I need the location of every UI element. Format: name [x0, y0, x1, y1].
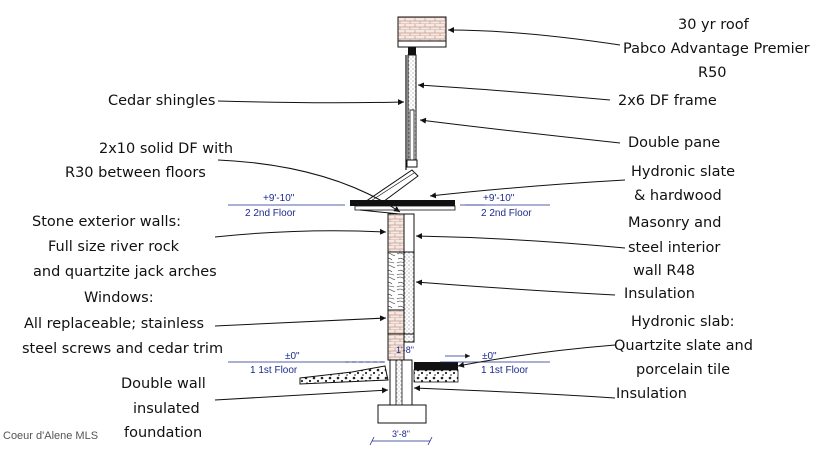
- level-1-name: 1 1st Floor: [250, 365, 298, 376]
- label-windows-3: steel screws and cedar trim: [22, 341, 224, 357]
- label-double-pane: Double pane: [628, 135, 721, 151]
- label-insulation-1: Insulation: [624, 286, 695, 302]
- label-slab-2: Quartzite slate and: [614, 338, 753, 354]
- level-1-elevation: ±0": [285, 351, 300, 362]
- footing-width-dimension: 3'-8": [392, 429, 410, 439]
- upper-frame-wall: [405, 54, 418, 170]
- label-windows-1: Windows:: [84, 290, 154, 306]
- level-lines: +9'-10" 2 2nd Floor +9'-10" 2 2nd Floor …: [228, 193, 550, 376]
- label-slab-1: Hydronic slab:: [631, 314, 735, 330]
- wall-width-dimension: 1'-8": [396, 345, 414, 355]
- label-foundation-2: insulated: [133, 401, 200, 417]
- first-floor-slab: [299, 362, 459, 385]
- level-2-elevation-right: +9'-10": [483, 193, 515, 204]
- level-2-name-right: 2 2nd Floor: [481, 208, 532, 219]
- level-1-elevation-right: ±0": [482, 351, 497, 362]
- level-1-name-right: 1 1st Floor: [481, 365, 529, 376]
- label-stone-walls-1: Stone exterior walls:: [32, 214, 182, 230]
- label-masonry-3: wall R48: [633, 263, 695, 279]
- label-hydronic-2: & hardwood: [634, 188, 722, 204]
- label-hydronic-1: Hydronic slate: [631, 164, 736, 180]
- label-windows-2: All replaceable; stainless: [24, 316, 205, 332]
- label-foundation-1: Double wall: [121, 376, 206, 392]
- label-insulation-2: Insulation: [616, 386, 687, 402]
- watermark: Coeur d'Alene MLS: [3, 430, 99, 442]
- label-foundation-3: foundation: [124, 425, 203, 441]
- label-cedar-shingles: Cedar shingles: [108, 93, 216, 109]
- label-floor-framing-1: 2x10 solid DF with: [99, 141, 234, 157]
- label-stone-walls-2: Full size river rock: [48, 239, 180, 255]
- label-masonry-1: Masonry and: [628, 215, 722, 231]
- level-2-name: 2 2nd Floor: [245, 208, 296, 219]
- foundation: [377, 359, 427, 424]
- label-slab-3: porcelain tile: [636, 362, 731, 378]
- roof-assembly: [397, 16, 447, 55]
- second-floor-slab: [350, 200, 456, 215]
- label-masonry-2: steel interior: [628, 240, 721, 256]
- label-stone-walls-3: and quartzite jack arches: [33, 264, 217, 280]
- label-roof-2: Pabco Advantage Premier: [623, 41, 810, 57]
- level-2-elevation: +9'-10": [263, 193, 295, 204]
- leader-lines: [214, 27, 626, 401]
- label-frame: 2x6 DF frame: [618, 93, 717, 109]
- label-floor-framing-2: R30 between floors: [65, 165, 206, 181]
- dimensions: 1'-8" 3'-8": [369, 345, 433, 446]
- label-roof-3: R50: [698, 65, 727, 81]
- label-roof-1: 30 yr roof: [678, 17, 749, 33]
- stone-wall: [387, 213, 415, 361]
